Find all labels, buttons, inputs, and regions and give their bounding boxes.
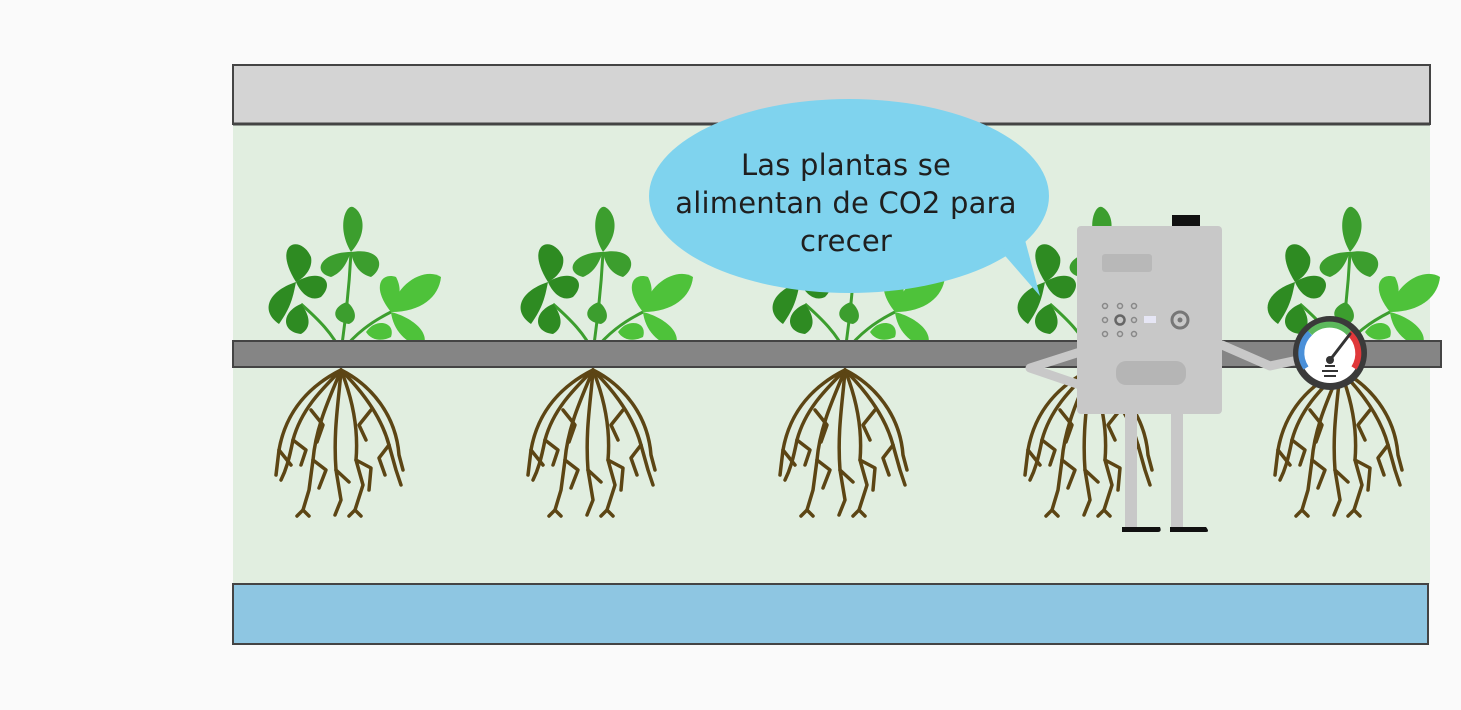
co2-machine-robot xyxy=(1025,215,1303,532)
bubble-line-1: Las plantas se xyxy=(740,148,952,182)
bubble-line-3: crecer xyxy=(800,224,892,258)
water-reservoir xyxy=(232,583,1429,645)
speech-bubble-text: Las plantas se alimentan de CO2 para cre… xyxy=(652,146,1040,260)
speech-bubble xyxy=(649,99,1049,296)
co2-gauge-icon xyxy=(1293,316,1367,390)
bubble-line-2: alimentan de CO2 para xyxy=(675,186,1017,220)
